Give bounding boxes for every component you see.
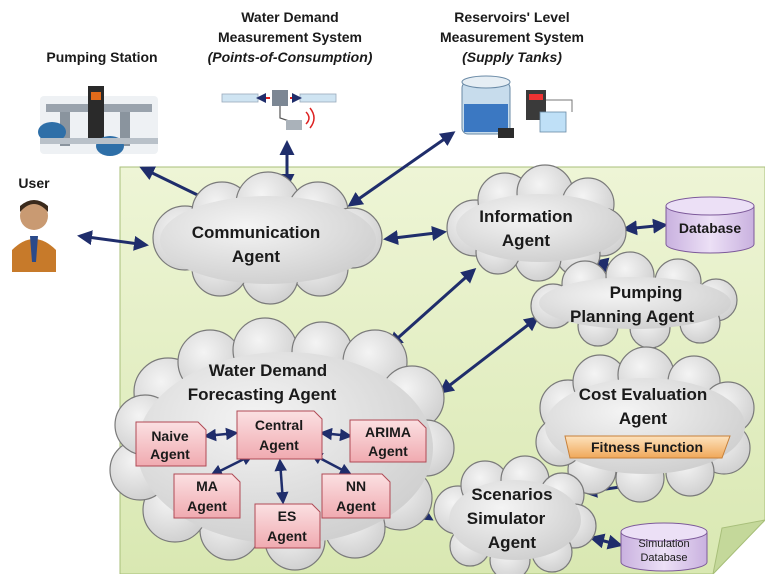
arrow-user-communication	[77, 230, 149, 251]
water-demand-label-line3: (Points-of-Consumption)	[208, 49, 373, 65]
communication-agent-cloud	[152, 171, 383, 305]
information-agent-label-line2: Agent	[502, 231, 551, 250]
reservoir-label-line1: Reservoirs' Level	[454, 9, 569, 25]
arima-agent-label-line2: Agent	[368, 443, 408, 459]
nn-agent-label-line1: NN	[346, 478, 366, 494]
arrow-information-forecasting	[387, 268, 477, 347]
central-agent-label-line1: Central	[255, 417, 303, 433]
water-demand-label-line2: Measurement System	[218, 29, 362, 45]
pumping-planning-label-line1: Pumping	[610, 283, 683, 302]
arrow-scenarios-simdb	[589, 533, 623, 550]
reservoir-label-line2: Measurement System	[440, 29, 584, 45]
communication-agent-label-line1: Communication	[192, 223, 320, 242]
ma-agent-label-line1: MA	[196, 478, 218, 494]
arrow-communication-information	[383, 225, 447, 246]
pumping-planning-agent-cloud	[530, 251, 738, 349]
cost-evaluation-label-line2: Agent	[619, 409, 668, 428]
es-agent-label-line1: ES	[278, 508, 297, 524]
scenarios-label-line1: Scenarios	[471, 485, 552, 504]
naive-agent-label-line2: Agent	[150, 446, 190, 462]
arrow-central-es	[274, 458, 289, 505]
simulation-database-cylinder	[620, 522, 708, 572]
external-labels: Pumping Station Water Demand Measurement…	[18, 9, 584, 191]
arrow-central-arima	[319, 427, 353, 442]
arrow-naive-central	[203, 427, 239, 442]
arrow-reservoir-communication	[347, 131, 456, 207]
simulation-database-label-line2: Database	[640, 552, 687, 564]
central-agent-label-line2: Agent	[259, 437, 299, 453]
cost-evaluation-label-line1: Cost Evaluation	[579, 385, 707, 404]
arrow-pumping-forecasting	[438, 316, 540, 394]
arrow-information-database	[622, 218, 668, 236]
es-agent-box	[254, 503, 321, 549]
pumping-planning-label-line2: Planning Agent	[570, 307, 694, 326]
user-label: User	[18, 175, 50, 191]
database-cylinder	[665, 196, 755, 254]
forecasting-label-line2: Forecasting Agent	[188, 385, 337, 404]
reservoir-label-line3: (Supply Tanks)	[462, 49, 562, 65]
communication-agent-label-line2: Agent	[232, 247, 281, 266]
nn-agent-box	[321, 473, 391, 519]
arima-agent-label-line1: ARIMA	[365, 424, 411, 440]
pumping-station-icon	[38, 86, 158, 156]
forecasting-label-line1: Water Demand	[209, 361, 327, 380]
naive-agent-label-line1: Naive	[151, 428, 189, 444]
fitness-function-label: Fitness Function	[591, 439, 703, 455]
user-avatar-icon	[12, 200, 56, 272]
pumping-station-label: Pumping Station	[46, 49, 157, 65]
ma-agent-label-line2: Agent	[187, 498, 227, 514]
simulation-database-label-line1: Simulation	[638, 538, 689, 550]
database-label: Database	[679, 220, 741, 236]
fitness-function-box	[564, 435, 731, 459]
information-agent-label-line1: Information	[479, 207, 573, 226]
central-agent-box	[236, 410, 323, 460]
ma-agent-box	[173, 473, 241, 519]
scenarios-simulator-agent-cloud	[433, 455, 597, 574]
sub-agent-boxes	[135, 410, 427, 549]
agent-labels: Communication Agent Information Agent Da…	[188, 207, 742, 564]
connection-arrows	[77, 131, 668, 550]
sub-agent-labels: Naive Agent Central Agent ARIMA Agent MA…	[150, 417, 411, 544]
water-demand-sensor-icon	[221, 90, 337, 130]
reservoir-tank-icon	[461, 75, 573, 138]
nn-agent-label-line2: Agent	[336, 498, 376, 514]
scenarios-label-line3: Agent	[488, 533, 537, 552]
arima-agent-box	[349, 419, 427, 463]
naive-agent-box	[135, 421, 207, 467]
scenarios-label-line2: Simulator	[467, 509, 546, 528]
water-demand-label-line1: Water Demand	[241, 9, 339, 25]
es-agent-label-line2: Agent	[267, 528, 307, 544]
